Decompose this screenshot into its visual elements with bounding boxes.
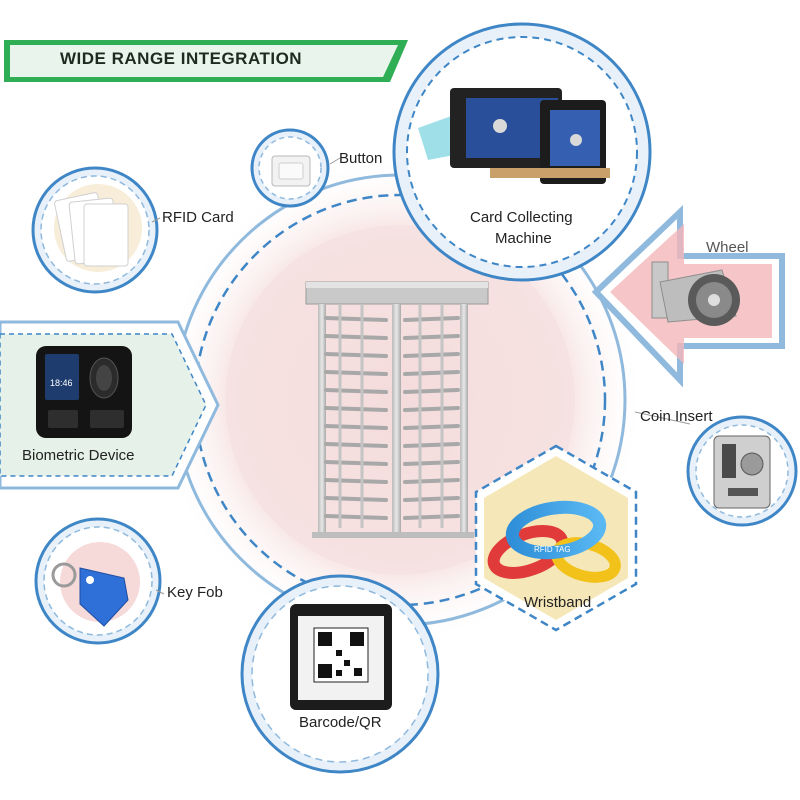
rfid-card-icon [54,184,142,272]
wheel-node [591,205,785,388]
caster-wheel-icon [651,261,740,326]
card-collecting-label-line2: Machine [495,230,552,247]
key-fob-label: Key Fob [167,584,223,601]
wristband-node: RFID TAG [474,444,638,632]
push-button-icon [271,155,311,187]
wheel-label: Wheel [706,239,749,256]
fingerprint-reader-icon: 18:46 [36,346,132,438]
coin-slot-icon [713,435,771,509]
card-machine-node [392,22,652,282]
connectors [151,157,691,595]
title-banner [4,40,408,82]
svg-text:RFID TAG: RFID TAG [534,545,571,554]
rfid-card-node [31,166,159,294]
wristband-icon: RFID TAG [487,500,621,583]
page-title: WIDE RANGE INTEGRATION [60,49,303,68]
card-machine-icon [418,88,610,184]
button-label: Button [339,150,383,167]
coin-insert-node [686,415,798,527]
svg-text:18:46: 18:46 [50,378,73,388]
coin-insert-label: Coin Insert [640,408,713,425]
biometric-device-label: Biometric Device [22,447,135,464]
card-collecting-label-line1: Card Collecting [470,209,573,226]
biometric-node: 18:46 [0,320,220,490]
key-fob-icon [51,562,129,627]
qr-scanner-icon [290,604,392,710]
barcode-qr-label: Barcode/QR [299,714,382,731]
turnstile-icon [305,281,489,538]
wristband-label: Wristband [524,594,592,611]
button-node [250,128,330,208]
key-fob-node [34,517,162,645]
rfid-card-label: RFID Card [162,209,234,226]
barcode-qr-node [240,574,440,774]
